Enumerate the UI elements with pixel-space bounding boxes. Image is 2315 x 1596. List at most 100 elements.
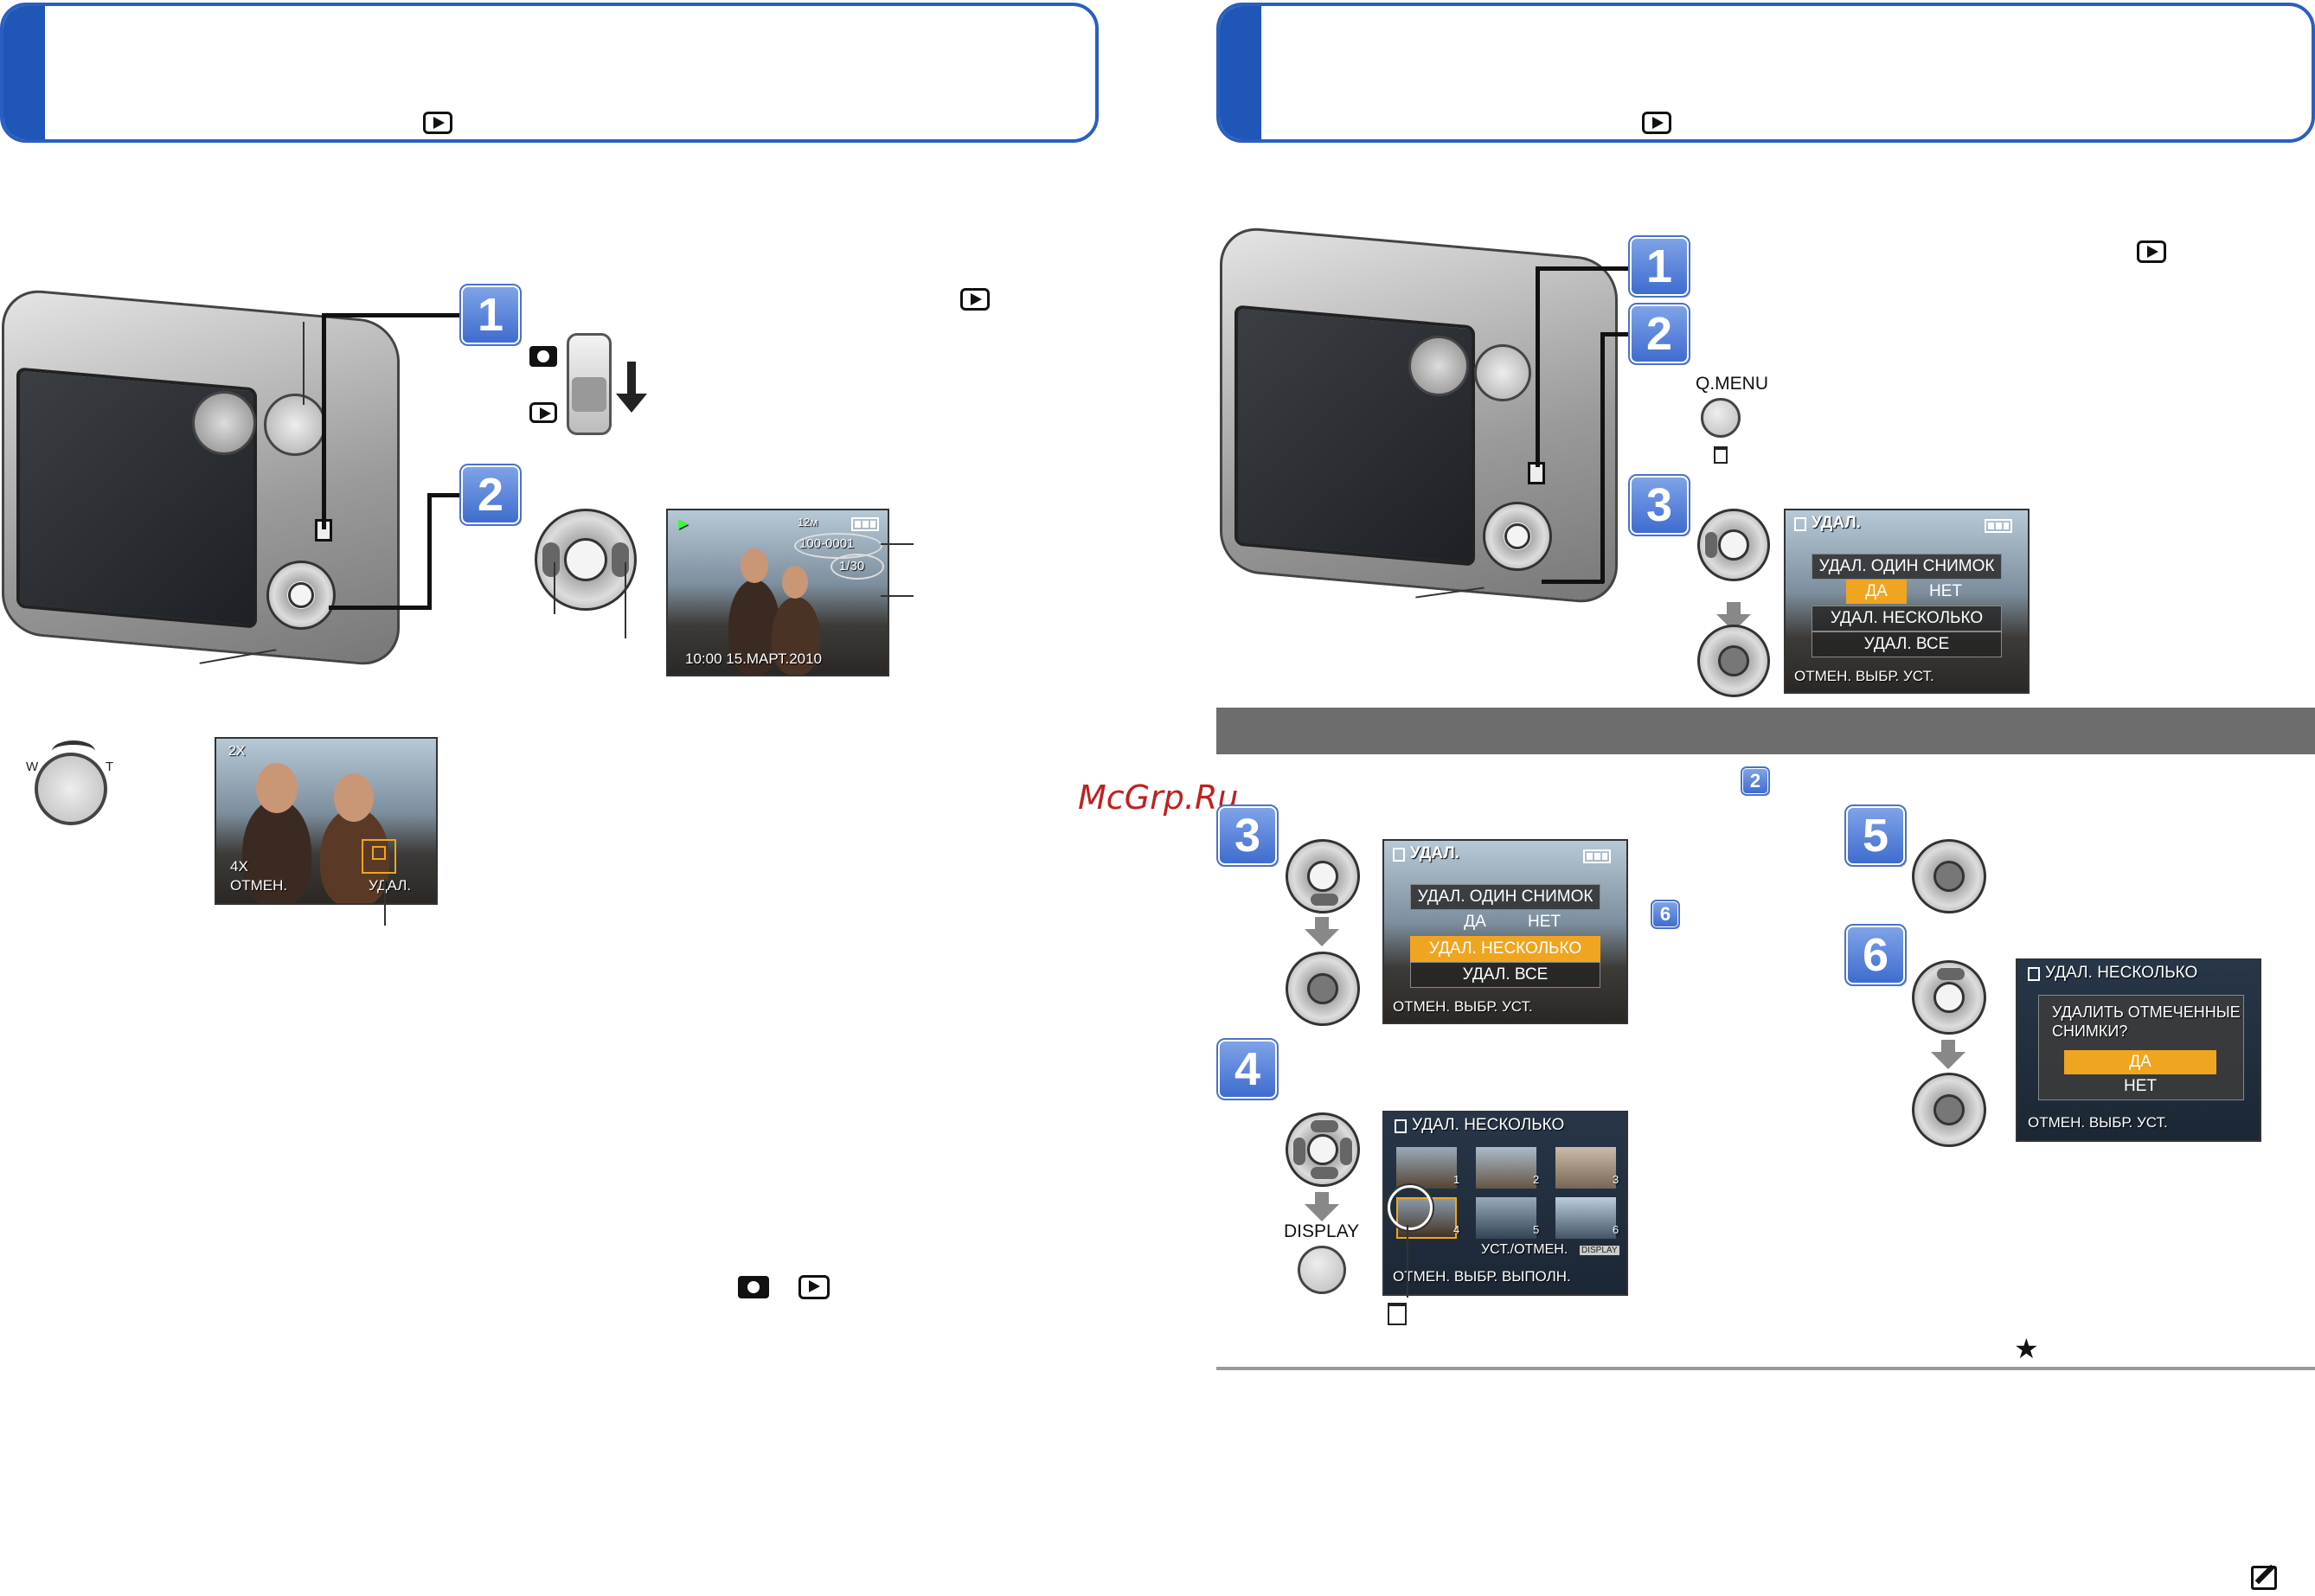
- thumb-number: 2: [1533, 1173, 1540, 1186]
- menu-delete-multi[interactable]: УДАЛ. НЕСКОЛЬКО: [1812, 606, 2002, 631]
- trash-icon: [1714, 446, 1728, 464]
- callout-line: [625, 562, 626, 638]
- trash-icon: [1395, 1119, 1407, 1133]
- confirm-yes[interactable]: ДА: [2064, 1050, 2216, 1074]
- step-1-badge: 1: [1628, 235, 1690, 298]
- delete-confirm-screen: УДАЛ. НЕСКОЛЬКО УДАЛИТЬ ОТМЕЧЕННЫЕ СНИМК…: [2016, 958, 2261, 1142]
- menu-delete-multi[interactable]: УДАЛ. НЕСКОЛЬКО: [1410, 936, 1600, 962]
- qmenu-label: Q.MENU: [1696, 374, 1768, 394]
- left-header-panel: [0, 3, 1099, 143]
- menu-delete-all[interactable]: УДАЛ. ВСЕ: [1410, 962, 1600, 988]
- zoom-top: 2X: [228, 744, 246, 759]
- cursor-buttons-center: [1697, 625, 1770, 697]
- display-tag: DISPLAY: [1580, 1246, 1619, 1255]
- watermark: McGrp.Ru: [1078, 779, 1239, 817]
- connector-line: [427, 493, 466, 497]
- ref-step-6-badge: 6: [1651, 900, 1680, 929]
- confirm-dialog: [2038, 995, 2244, 1100]
- screen-footer: ОТМЕН. ВЫБР. УСТ.: [1393, 998, 1533, 1015]
- camera-illustration: [1220, 224, 1618, 606]
- callout-line: [1407, 1225, 1408, 1298]
- trash-icon: [1393, 848, 1405, 862]
- menu-delete-single[interactable]: УДАЛ. ОДИН СНИМОК: [1410, 884, 1600, 910]
- arrow-down-icon: [627, 362, 636, 396]
- step-2-badge: 2: [1628, 303, 1690, 365]
- display-button[interactable]: [1298, 1246, 1346, 1294]
- arrow-down-icon: [1931, 1040, 1966, 1069]
- thumbnail[interactable]: [1555, 1197, 1616, 1239]
- shutter-button: [264, 394, 326, 456]
- play-icon: [529, 402, 557, 423]
- qmenu-button[interactable]: [1701, 398, 1741, 438]
- display-label: DISPLAY: [1284, 1221, 1360, 1241]
- option-no[interactable]: НЕТ: [1528, 913, 1561, 931]
- connector-line: [1600, 332, 1605, 583]
- menu-delete-all[interactable]: УДАЛ. ВСЕ: [1812, 631, 2002, 657]
- zoom-position-marker: [372, 846, 386, 860]
- step-3-badge: 3: [1628, 474, 1690, 536]
- set-cancel-line: УСТ./ОТМЕН.: [1481, 1242, 1568, 1257]
- cursor-buttons-up: [1912, 960, 1986, 1035]
- option-yes[interactable]: ДА: [1846, 580, 1907, 604]
- cursor-buttons-all: [1286, 1112, 1360, 1187]
- thumb-number: 6: [1613, 1223, 1619, 1236]
- connector-line: [1536, 266, 1631, 271]
- highlight-circle: [1388, 1185, 1433, 1230]
- callout-line: [554, 562, 555, 614]
- mode-dial: [192, 391, 256, 455]
- screen-footer: ОТМЕН. ВЫБР. УСТ.: [2028, 1114, 2168, 1131]
- step-6-badge: 6: [1844, 924, 1907, 986]
- arrow-down-icon: [616, 394, 647, 413]
- callout-line: [881, 595, 914, 597]
- trash-icon: [1388, 1303, 1407, 1325]
- option-no[interactable]: НЕТ: [1929, 582, 1962, 600]
- delete-menu-screen: УДАЛ. УДАЛ. ОДИН СНИМОК ДА НЕТ УДАЛ. НЕС…: [1784, 509, 2030, 694]
- zoom-t-label: T: [106, 760, 114, 774]
- cursor-buttons-up: [1697, 509, 1770, 581]
- note-icon: [2251, 1564, 2277, 1590]
- section-bar: [1216, 708, 2315, 754]
- thumbnail[interactable]: [1476, 1197, 1536, 1239]
- highlight-ellipse: [830, 554, 884, 580]
- zoom-lever: [35, 753, 107, 825]
- thumbnail[interactable]: [1476, 1147, 1536, 1189]
- confirm-no[interactable]: НЕТ: [2124, 1077, 2157, 1095]
- rotate-arrow-icon: [52, 740, 95, 762]
- star-icon: ★: [2014, 1332, 2039, 1365]
- play-icon: [798, 1275, 830, 1299]
- thumbnail[interactable]: [1555, 1147, 1616, 1189]
- arrow-down-icon: [1305, 1192, 1339, 1221]
- cursor-buttons: [266, 561, 336, 630]
- connector-line: [1542, 580, 1604, 584]
- thumb-number: 4: [1453, 1223, 1460, 1236]
- screen-title: УДАЛ.: [1812, 514, 1861, 532]
- battery-icon: [851, 517, 879, 531]
- play-icon: [1642, 112, 1671, 134]
- picture-size: 12м: [798, 516, 818, 529]
- connector-line: [1536, 266, 1540, 467]
- play-icon: [960, 288, 990, 311]
- step-1-badge: 1: [459, 284, 522, 346]
- confirm-question-1: УДАЛИТЬ ОТМЕЧЕННЫЕ: [2052, 1003, 2241, 1021]
- connector-line: [322, 313, 469, 317]
- menu-delete-single[interactable]: УДАЛ. ОДИН СНИМОК: [1812, 554, 2002, 580]
- cancel-label: ОТМЕН.: [230, 877, 288, 894]
- step-4-badge: 4: [1216, 1038, 1279, 1100]
- option-yes[interactable]: ДА: [1464, 913, 1486, 931]
- trash-icon: [1794, 517, 1806, 531]
- cursor-buttons-left-right: [535, 509, 637, 611]
- play-mode-indicator: ▶: [678, 516, 689, 531]
- step-3-badge: 3: [1216, 804, 1279, 867]
- battery-icon: [1583, 849, 1611, 863]
- callout-line: [303, 322, 305, 405]
- callout-line: [384, 879, 386, 926]
- zoom-w-label: W: [26, 760, 39, 774]
- cursor-buttons-center: [1912, 839, 1986, 913]
- thumbnail[interactable]: [1396, 1147, 1457, 1189]
- cursor-buttons-down: [1286, 839, 1360, 913]
- ref-step-2-badge: 2: [1741, 766, 1770, 796]
- arrow-down-icon: [1305, 917, 1339, 946]
- cursor-buttons: [1483, 502, 1552, 571]
- screen-title: УДАЛ. НЕСКОЛЬКО: [1412, 1116, 1565, 1134]
- play-icon: [423, 112, 452, 134]
